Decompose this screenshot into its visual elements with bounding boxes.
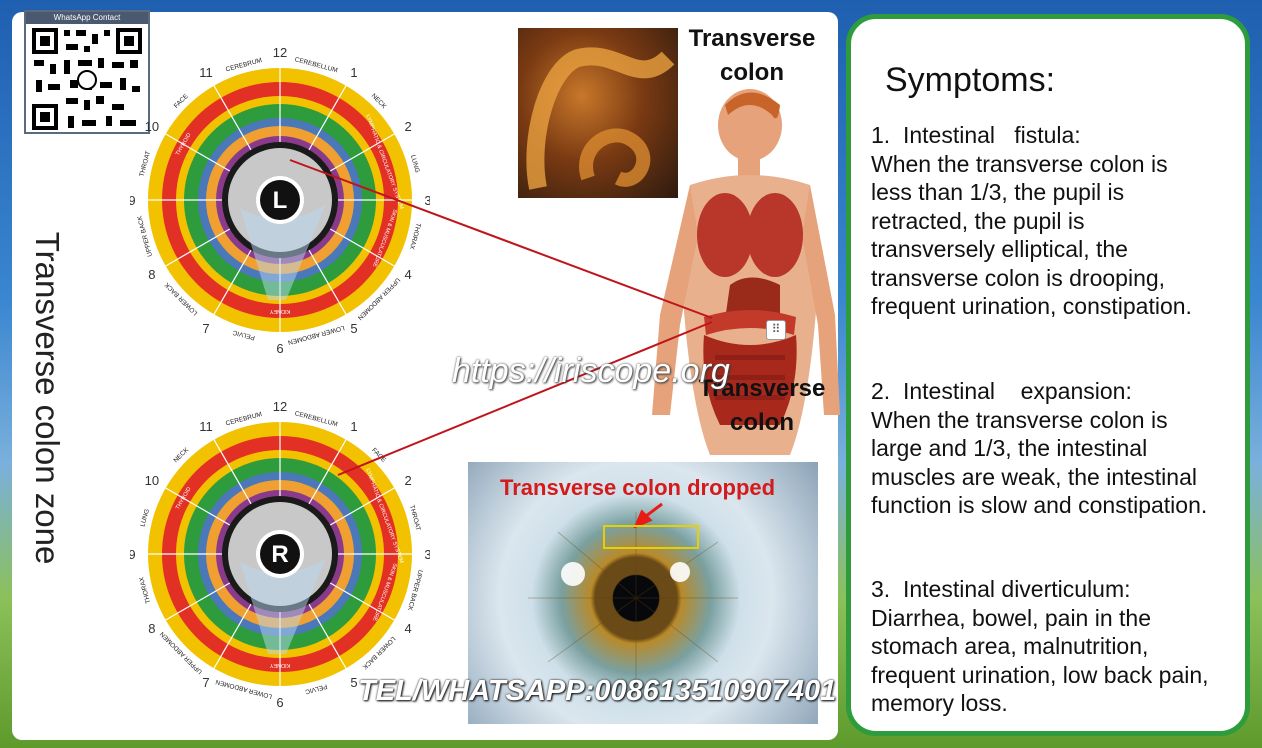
red-arrow-icon [633, 502, 663, 528]
body-zone-label: PELVIC [304, 682, 328, 695]
transverse-colon-label-top: Transverse colon [688, 25, 816, 86]
clock-hour-label: 11 [199, 419, 213, 434]
eye-photo [468, 462, 818, 724]
iris-divider [165, 133, 231, 172]
qr-pattern [32, 28, 142, 130]
iris-divider [308, 85, 347, 151]
iris-divider [213, 603, 252, 669]
clock-hour-label: 10 [145, 119, 159, 134]
eye-side-letter: R [271, 541, 288, 568]
clock-hour-label: 11 [199, 65, 213, 80]
symptom-heading: 2. Intestinal expansion: [871, 378, 1132, 404]
clock-hour-label: 2 [405, 119, 412, 134]
iris-divider [308, 603, 347, 669]
clock-hour-label: 9 [130, 193, 136, 208]
body-zone-label: THROAT [408, 504, 422, 531]
body-zone-label: THROAT [138, 150, 152, 177]
eye-side-letter: L [273, 187, 288, 214]
symptom-text: Diarrhea, bowel, pain in the stomach are… [871, 604, 1209, 717]
tel-whatsapp: TEL/WHATSAPP:008613510907401 [358, 675, 837, 707]
symptom-heading: 3. Intestinal diverticulum: [871, 576, 1131, 602]
qr-code[interactable]: WhatsApp Contact [24, 10, 150, 134]
body-zone-label: THORAX [408, 222, 422, 251]
symptom-item: 3. Intestinal diverticulum: Diarrhea, bo… [871, 575, 1211, 718]
clock-hour-label: 12 [273, 45, 287, 60]
symptom-item: 1. Intestinal fistula: When the transver… [871, 121, 1211, 321]
clock-hour-label: 4 [405, 267, 412, 282]
symptoms-title: Symptoms: [885, 61, 1056, 99]
body-zone-label: LUNG [140, 508, 151, 527]
symptom-item: 2. Intestinal expansion: When the transv… [871, 377, 1211, 520]
iris-divider [165, 228, 231, 267]
clock-hour-label: 8 [148, 267, 155, 282]
pupil [260, 534, 300, 574]
clock-hour-label: 3 [424, 547, 430, 562]
qr-caption: WhatsApp Contact [26, 12, 148, 24]
symptoms-panel: Symptoms: 1. Intestinal fistula: When th… [846, 14, 1250, 736]
iris-divider [213, 439, 252, 505]
symptom-text: When the transverse colon is less than 1… [871, 150, 1192, 320]
zone-title: Transverse colon zone [29, 231, 66, 565]
clock-hour-label: 6 [276, 695, 283, 710]
clock-hour-label: 5 [350, 321, 357, 336]
clock-hour-label: 3 [424, 193, 430, 208]
iris-divider [213, 85, 252, 151]
watermark: https://iriscope.org [452, 352, 730, 390]
clock-hour-label: 2 [405, 473, 412, 488]
transverse-colon-label-body: Transverse colon [698, 375, 826, 436]
clock-hour-label: 5 [350, 675, 357, 690]
organ-label: KIDNEY [269, 308, 290, 314]
clock-hour-label: 7 [202, 675, 209, 690]
organ-label: KIDNEY [269, 662, 290, 668]
clock-hour-label: 10 [145, 473, 159, 488]
iris-divider [165, 487, 231, 526]
body-zone-label: THORAX [138, 575, 152, 604]
clock-hour-label: 1 [350, 419, 357, 434]
highlight-box [603, 525, 699, 549]
clock-hour-label: 4 [405, 621, 412, 636]
iris-divider [165, 582, 231, 621]
iris-divider [213, 249, 252, 315]
clock-hour-label: 6 [276, 341, 283, 356]
clock-hour-label: 9 [130, 547, 136, 562]
iris-divider [329, 487, 395, 526]
symptom-text: When the transverse colon is large and 1… [871, 406, 1208, 519]
symptom-heading: 1. Intestinal fistula: [871, 122, 1081, 148]
lung-zone [240, 558, 326, 654]
clock-hour-label: 8 [148, 621, 155, 636]
clock-hour-label: 12 [273, 399, 287, 414]
clock-hour-label: 1 [350, 65, 357, 80]
drag-handle-icon[interactable]: ⠿ [766, 320, 786, 340]
body-zone-label: LUNG [409, 154, 420, 173]
clock-hour-label: 7 [202, 321, 209, 336]
iris-divider [329, 582, 395, 621]
colon-dropped-caption: Transverse colon dropped [500, 475, 776, 500]
body-zone-label: PELVIC [232, 328, 256, 341]
